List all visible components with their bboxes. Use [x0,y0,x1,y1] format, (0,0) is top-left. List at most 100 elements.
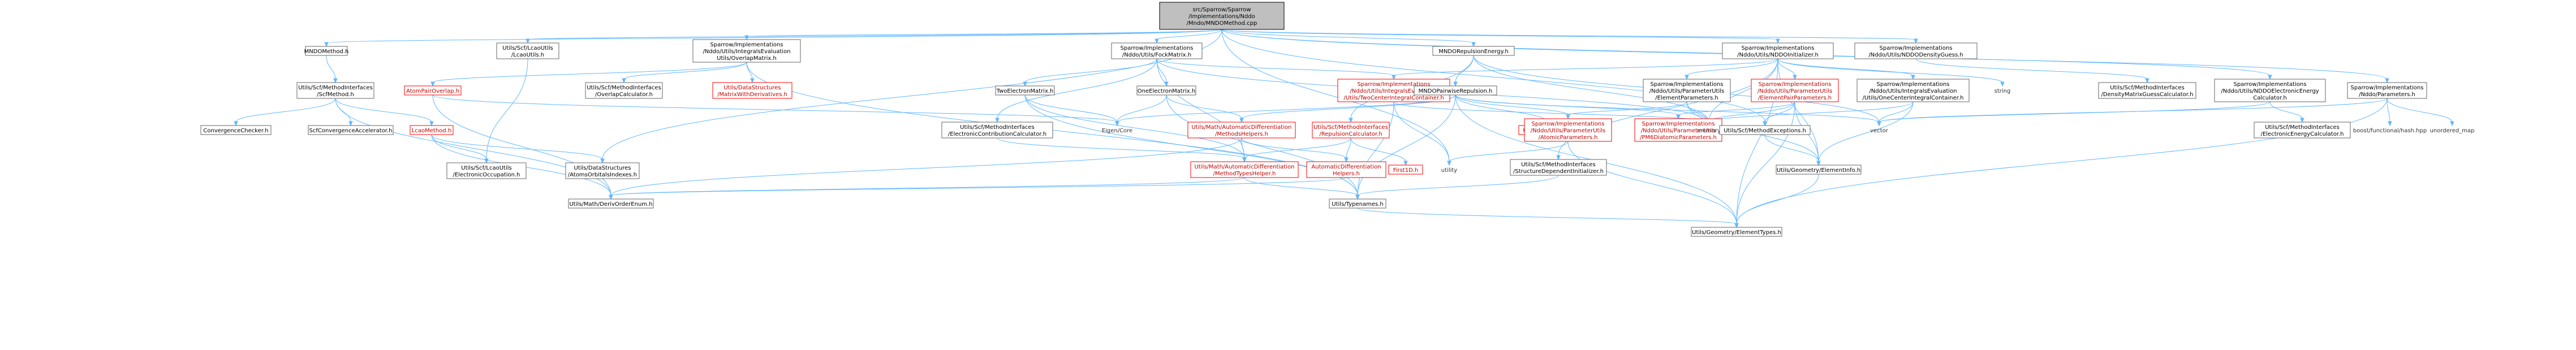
node-oneelectronmatrix[interactable]: OneElectronMatrix.h [1136,85,1196,96]
node-scfconvaccel[interactable]: ScfConvergenceAccelerator.h [308,125,394,135]
node-lcaomethod[interactable]: LcaoMethod.h [410,125,454,135]
node-derivorderenum[interactable]: Utils/Math/DerivOrderEnum.h [568,198,654,209]
node-onecenterintegral[interactable]: Sparrow/Implementations/Nddo/Utils/Integ… [1856,79,1970,102]
node-nddoinit[interactable]: Sparrow/Implementations/Nddo/Utils/NDDOI… [1722,42,1834,59]
edge-line [1166,94,1358,196]
node-box [404,85,462,96]
node-scfmethodexceptions[interactable]: Utils/Scf/MethodExceptions.h [1719,125,1811,135]
node-label-line: /OverlapCalculator.h [595,92,653,98]
node-atomsorbitals[interactable]: Utils/DataStructures/AtomsOrbitalsIndexe… [565,162,640,179]
node-root[interactable]: src/Sparrow/Sparrow/Implementations/Nddo… [1159,2,1285,30]
node-electroniccontrib[interactable]: Utils/Scf/MethodInterfaces/ElectronicCon… [941,122,1053,139]
arrow-head [622,78,626,84]
node-label-line: TwoElectronMatrix.h [996,88,1054,94]
node-eigencore[interactable]: Eigen/Core [1102,128,1132,134]
node-structuredependent[interactable]: Utils/Scf/MethodInterfaces/StructureDepe… [1510,159,1607,176]
arrow-head [1355,195,1360,200]
node-autodiffhelpers[interactable]: Utils/Math/AutomaticDifferentiation/Meth… [1187,122,1296,139]
node-matrixwithderiv[interactable]: Utils/DataStructures/MatrixWithDerivativ… [712,82,792,99]
node-box [568,198,654,209]
edge-line [1777,58,1819,162]
edge-line [1736,174,1819,224]
edge-line [1244,177,1358,196]
node-mndorepulsion[interactable]: MNDORepulsionEnergy.h [1432,46,1515,56]
edge-line [1357,101,1394,196]
edge-elementpairparameters-to-pm6diatomic [1676,101,1795,120]
edge-line [997,58,1157,119]
node-repulsioncalc[interactable]: Utils/Scf/MethodInterfaces/RepulsionCalc… [1312,122,1390,139]
node-label-line: Sparrow/Implementations [1121,45,1194,51]
node-overlapcalculator[interactable]: Utils/Scf/MethodInterfaces/OverlapCalcul… [585,82,663,99]
node-fockmatrix[interactable]: Sparrow/Implementations/Nddo/Utils/FockM… [1111,42,1203,59]
arrow-head [1816,161,1821,166]
node-unorderedmap[interactable]: unordered_map [2430,128,2475,134]
arrow-head [234,121,238,127]
node-box [1854,42,1978,59]
node-box [2214,79,2326,102]
node-box [410,125,454,135]
node-scfmethodinterfaces[interactable]: Utils/Scf/MethodInterfaces/ScfMethod.h [296,82,374,99]
arrow-head [1877,121,1881,127]
node-string[interactable]: string [1995,88,2011,94]
node-nddoelectronic[interactable]: Sparrow/Implementations/Nddo/Utils/NDDOE… [2214,79,2326,102]
node-label-line: MNDORepulsionEnergy.h [1438,49,1508,55]
edge-fockmatrix-to-oneelectronmatrix [1156,58,1169,87]
node-vector[interactable]: vector [1870,128,1889,134]
node-label-line: Sparrow/Implementations [1742,45,1815,51]
node-electronicenergycalc[interactable]: Utils/Scf/MethodInterfaces/ElectronicEne… [2254,122,2351,139]
node-utility[interactable]: utility [1441,167,1458,174]
node-elementinfo[interactable]: Utils/Geometry/ElementInfo.h [1776,165,1862,175]
node-box [1722,42,1834,59]
node-first1d[interactable]: First1D.h [1388,165,1423,175]
edge-line [335,98,432,123]
node-label-line: Utils/Geometry/ElementTypes.h [1692,230,1781,236]
arrow-head [750,78,755,84]
edge-line [1357,94,1456,196]
edge-line [1455,94,1548,123]
node-convergencechecker[interactable]: ConvergenceChecker.h [200,125,272,135]
edge-line [1221,29,1450,162]
node-mndopairwise[interactable]: MNDOPairwiseRepulsion.h [1414,85,1497,96]
node-label-line: Utils/Scf/MethodInterfaces [2110,85,2185,91]
node-box [1187,122,1296,139]
edge-typenames-to-elementtypes [1357,208,1739,228]
node-boosthash[interactable]: boost/functional/hash.hpp [2353,128,2427,134]
node-overlapmatrix[interactable]: Sparrow/Implementations/Nddo/Utils/Integ… [692,39,801,63]
edge-line [1777,58,1914,76]
edge-line [610,177,1347,196]
node-box [1691,227,1782,237]
edge-nddoparameters-to-unorderedmap [2387,98,2454,127]
node-memory[interactable]: memory [1697,128,1721,134]
node-box [446,162,527,179]
node-lcaoelectronicocc[interactable]: Utils/Scf/LcaoUtils/ElectronicOccupation… [446,162,527,179]
node-mndoh[interactable]: MNDOMethod.h [304,46,349,56]
node-atompairoverlap[interactable]: AtomPairOverlap.h [404,85,462,96]
node-label-line: AutomaticDifferentiation [1311,164,1381,170]
node-nddoparameters[interactable]: Sparrow/Implementations/Nddo/Parameters.… [2347,82,2427,99]
arrow-head [1023,81,1027,87]
node-elementtypes[interactable]: Utils/Geometry/ElementTypes.h [1691,227,1782,237]
node-label-line: Calculator.h [2253,95,2286,101]
node-atomicparameters[interactable]: Sparrow/Implementations/Nddo/Utils/Param… [1524,118,1612,142]
node-box [1388,165,1423,175]
node-label-line: /Nddo/Utils/IntegralsEvaluation [703,49,790,55]
node-pm6diatomic[interactable]: Sparrow/Implementations/Nddo/Utils/Param… [1634,118,1722,142]
edge-line [326,55,336,80]
edge-line [1777,58,1795,76]
node-label-line: boost/functional/hash.hpp [2353,128,2427,134]
node-twoelectronmatrix[interactable]: TwoElectronMatrix.h [995,85,1055,96]
node-typenames[interactable]: Utils/Typenames.h [1329,198,1386,209]
node-autodifftypeshelper[interactable]: Utils/Math/AutomaticDifferentiation/Meth… [1190,161,1299,178]
node-label-line: string [1995,88,2011,94]
node-elementparameters[interactable]: Sparrow/Implementations/Nddo/Utils/Param… [1643,79,1731,102]
node-elementpairparameters[interactable]: Sparrow/Implementations/Nddo/Utils/Param… [1751,79,1839,102]
node-label-line: /Implementations/Nddo [1188,14,1255,20]
edge-line [623,62,747,80]
node-densitymatrixguess[interactable]: Utils/Scf/MethodInterfaces/DensityMatrix… [2098,82,2196,99]
node-label-line: /Nddo/Utils/NDDOElectronicEnergy [2221,88,2319,94]
node-densityguess[interactable]: Sparrow/Implementations/Nddo/Utils/NDDOD… [1854,42,1978,59]
node-lcaoutils[interactable]: Utils/Scf/LcaoUtils/LcaoUtils.h [496,42,559,59]
node-label-line: /ElectronicEnergyCalculator.h [2260,131,2344,137]
edge-line [1777,58,2003,83]
